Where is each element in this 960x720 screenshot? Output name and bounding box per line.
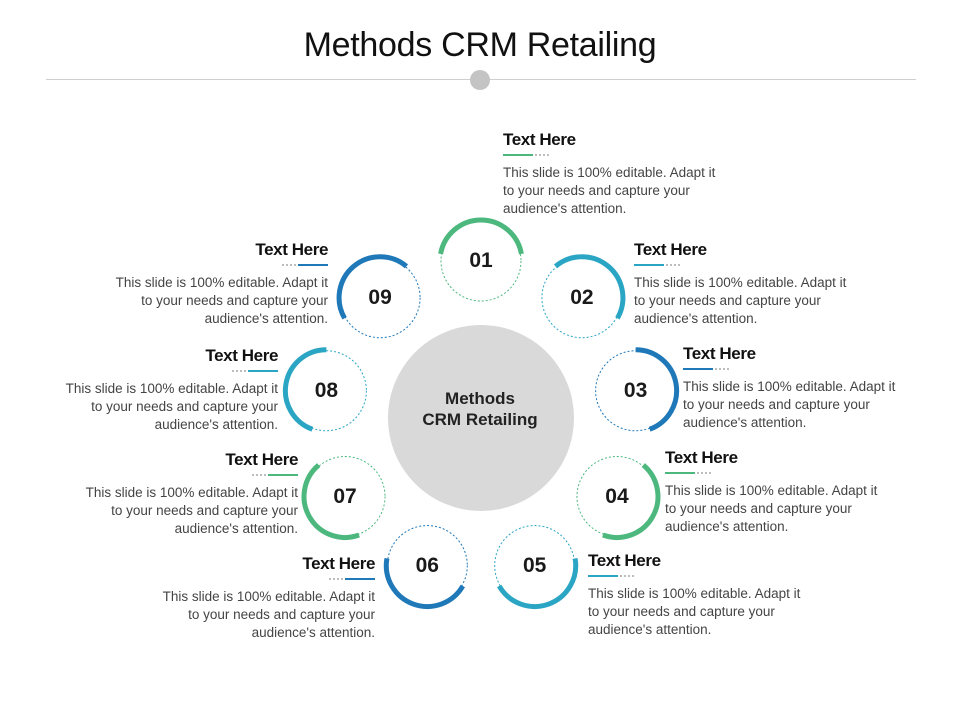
- step-node-arc: [438, 217, 524, 255]
- step-node-03: [595, 347, 680, 432]
- step-07-text-block: Text Here This slide is 100% editable. A…: [73, 449, 299, 538]
- step-number-04: 04: [605, 484, 629, 508]
- step-number-06: 06: [415, 553, 439, 577]
- step-03-heading: Text Here: [683, 344, 756, 363]
- step-node-01: [438, 217, 524, 302]
- step-node-arc: [282, 347, 327, 432]
- step-01-text-block: Text Here This slide is 100% editable. A…: [503, 129, 728, 218]
- step-node-06: [383, 525, 468, 610]
- step-node-arc: [553, 254, 626, 320]
- step-09-text-block: Text Here This slide is 100% editable. A…: [103, 239, 329, 328]
- step-node-arc: [301, 463, 360, 540]
- step-03-underline: [683, 368, 908, 370]
- step-node-arc: [383, 557, 465, 610]
- step-08-body: This slide is 100% editable. Adapt it to…: [65, 381, 278, 432]
- step-05-heading: Text Here: [588, 551, 661, 570]
- step-02-underline: [634, 264, 859, 266]
- step-02-heading: Text Here: [634, 240, 707, 259]
- step-02-text-block: Text Here This slide is 100% editable. A…: [634, 239, 859, 328]
- center-label: Methods CRM Retailing: [390, 388, 570, 430]
- step-number-07: 07: [333, 484, 357, 508]
- step-02-body: This slide is 100% editable. Adapt it to…: [634, 275, 847, 326]
- step-node-02: [541, 254, 626, 339]
- step-number-08: 08: [314, 378, 339, 402]
- step-04-text-block: Text Here This slide is 100% editable. A…: [665, 447, 890, 536]
- step-04-heading: Text Here: [665, 448, 738, 467]
- step-number-01: 01: [469, 249, 493, 272]
- step-08-underline: [53, 370, 278, 372]
- step-08-text-block: Text Here This slide is 100% editable. A…: [53, 345, 279, 434]
- step-number-05: 05: [523, 553, 547, 577]
- step-node-arc: [497, 557, 579, 610]
- step-node-05: [494, 525, 579, 610]
- step-06-text-block: Text Here This slide is 100% editable. A…: [150, 553, 376, 642]
- step-number-09: 09: [368, 285, 392, 309]
- step-04-body: This slide is 100% editable. Adapt it to…: [665, 483, 878, 534]
- step-05-text-block: Text Here This slide is 100% editable. A…: [588, 550, 813, 639]
- step-06-body: This slide is 100% editable. Adapt it to…: [162, 589, 375, 640]
- divider-dot: [470, 70, 490, 90]
- step-06-heading: Text Here: [302, 554, 375, 573]
- step-09-underline: [103, 264, 328, 266]
- step-node-07: [301, 456, 386, 540]
- step-01-body: This slide is 100% editable. Adapt it to…: [503, 165, 716, 216]
- step-number-02: 02: [570, 285, 594, 309]
- center-circle: [388, 325, 574, 511]
- step-node-arc: [635, 347, 680, 432]
- step-node-arc: [602, 463, 661, 540]
- step-node-08: [282, 347, 367, 432]
- step-08-heading: Text Here: [205, 346, 278, 365]
- center-label-line2: CRM Retailing: [422, 410, 538, 429]
- step-01-heading: Text Here: [503, 130, 576, 149]
- step-09-heading: Text Here: [255, 240, 328, 259]
- page-title: Methods CRM Retailing: [303, 26, 657, 64]
- step-06-underline: [150, 578, 375, 580]
- step-09-body: This slide is 100% editable. Adapt it to…: [115, 275, 328, 326]
- center-label-line1: Methods: [445, 389, 515, 408]
- step-03-body: This slide is 100% editable. Adapt it to…: [683, 379, 896, 430]
- step-07-underline: [73, 474, 298, 476]
- step-node-09: [336, 254, 421, 339]
- step-05-underline: [588, 575, 813, 577]
- step-number-03: 03: [623, 378, 648, 402]
- step-node-04: [576, 456, 661, 540]
- step-04-underline: [665, 472, 890, 474]
- step-01-underline: [503, 154, 728, 156]
- step-05-body: This slide is 100% editable. Adapt it to…: [588, 586, 801, 637]
- step-03-text-block: Text Here This slide is 100% editable. A…: [683, 343, 908, 432]
- step-07-heading: Text Here: [225, 450, 298, 469]
- step-07-body: This slide is 100% editable. Adapt it to…: [85, 485, 298, 536]
- step-node-arc: [336, 254, 409, 320]
